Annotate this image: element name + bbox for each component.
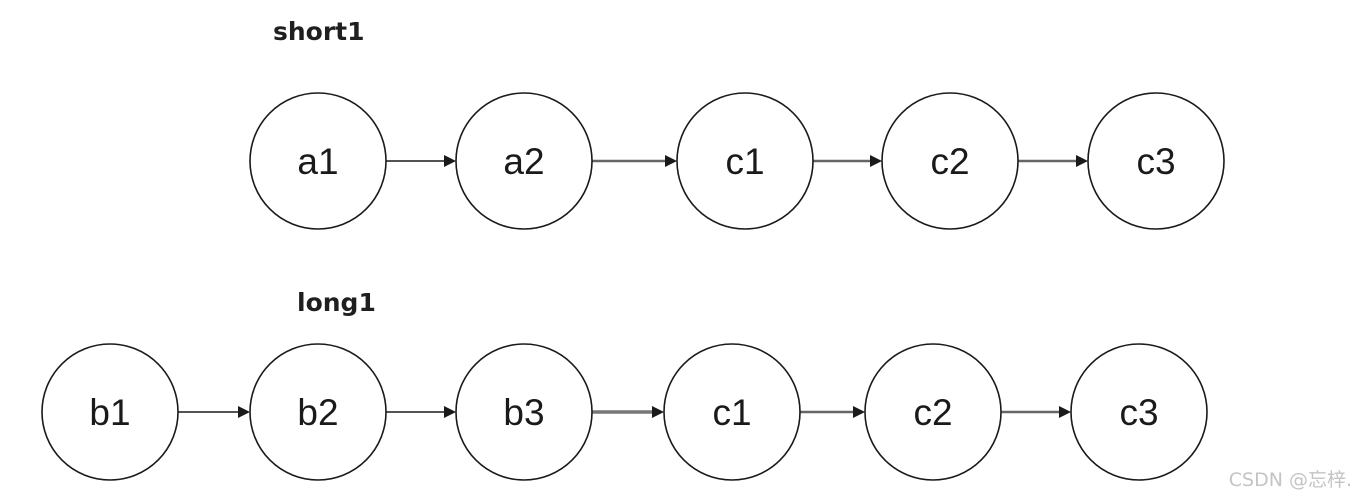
node-label: c1 (725, 141, 764, 182)
node-c3: c3 (1070, 343, 1208, 481)
list-short1: short1 a1 a2 c1 c2 c3 (249, 17, 1225, 230)
edges-long1 (178, 406, 1071, 418)
node-label: c2 (930, 141, 969, 182)
node-label: c2 (913, 392, 952, 433)
node-circle (864, 343, 1002, 481)
node-b3: b3 (455, 343, 593, 481)
arrow-head-icon (665, 155, 677, 167)
node-circle (663, 343, 801, 481)
node-circle (455, 343, 593, 481)
arrow-head-icon (1076, 155, 1088, 167)
node-label: b1 (89, 392, 130, 433)
arrow-head-icon (444, 406, 456, 418)
node-c1: c1 (676, 92, 814, 230)
arrow-head-icon (444, 155, 456, 167)
node-b1: b1 (41, 343, 179, 481)
node-circle (1087, 92, 1225, 230)
nodes-long1: b1 b2 b3 c1 c2 c3 (41, 343, 1208, 481)
arrow-head-icon (853, 406, 865, 418)
node-c2: c2 (864, 343, 1002, 481)
node-c3: c3 (1087, 92, 1225, 230)
nodes-short1: a1 a2 c1 c2 c3 (249, 92, 1225, 230)
node-b2: b2 (249, 343, 387, 481)
node-label: a1 (297, 141, 338, 182)
node-circle (881, 92, 1019, 230)
node-a1: a1 (249, 92, 387, 230)
node-circle (41, 343, 179, 481)
node-label: c1 (712, 392, 751, 433)
node-label: a2 (503, 141, 544, 182)
arrow-head-icon (238, 406, 250, 418)
arrow-head-icon (652, 406, 664, 418)
node-label: c3 (1136, 141, 1175, 182)
watermark-text: CSDN @忘梓. (1228, 469, 1352, 491)
list-title-long1: long1 (297, 288, 376, 317)
node-c2: c2 (881, 92, 1019, 230)
node-circle (1070, 343, 1208, 481)
node-circle (676, 92, 814, 230)
node-label: b2 (297, 392, 338, 433)
node-circle (249, 92, 387, 230)
edges-short1 (386, 155, 1088, 167)
node-label: b3 (503, 392, 544, 433)
arrow-head-icon (870, 155, 882, 167)
list-long1: long1 b1 b2 b3 c1 c2 c3 (41, 288, 1208, 481)
node-circle (249, 343, 387, 481)
node-label: c3 (1119, 392, 1158, 433)
node-a2: a2 (455, 92, 593, 230)
node-circle (455, 92, 593, 230)
node-c1: c1 (663, 343, 801, 481)
arrow-head-icon (1059, 406, 1071, 418)
list-title-short1: short1 (273, 17, 365, 46)
